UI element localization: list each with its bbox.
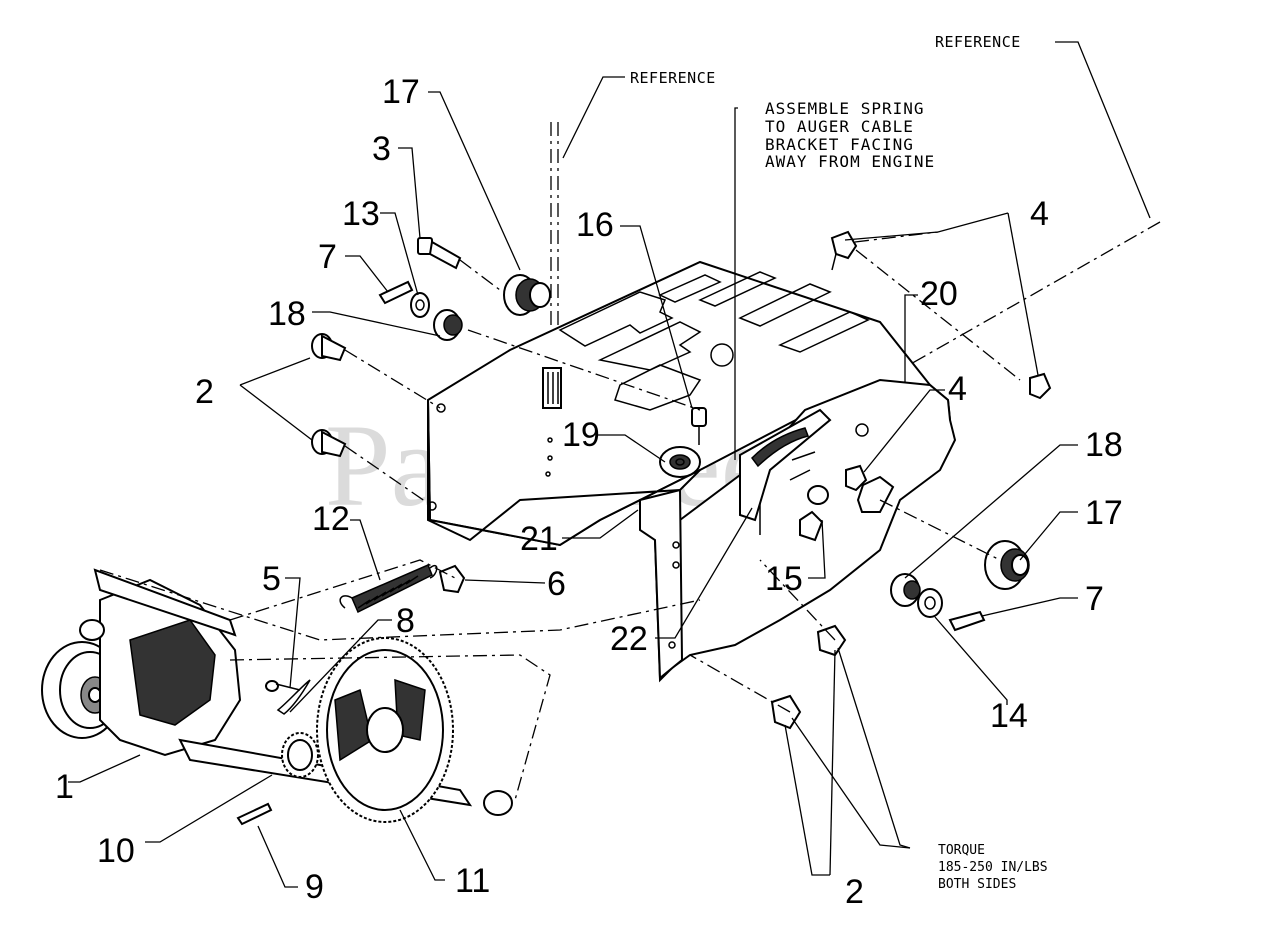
torque-note: TORQUE 185-250 IN/LBS BOTH SIDES [938, 843, 1048, 892]
callout-14: 14 [990, 697, 1028, 735]
gear-11 [316, 637, 454, 823]
reference-line-center [550, 76, 625, 330]
washer-13 [410, 292, 430, 318]
spring-12 [339, 564, 438, 614]
callout-13: 13 [342, 195, 380, 233]
washer-15 [799, 485, 829, 542]
flange-bearing-18-right [890, 573, 921, 607]
nut-4-top [830, 230, 858, 271]
pin-9 [236, 802, 273, 826]
nut-4-mid [845, 464, 868, 492]
clip-8 [276, 679, 311, 715]
svg-text:185-250 IN/LBS: 185-250 IN/LBS [938, 860, 1048, 875]
flange-bearing-18-top [433, 309, 463, 341]
callout-9: 9 [305, 868, 324, 906]
callout-20: 20 [920, 275, 958, 313]
callout-17-right: 17 [1085, 494, 1123, 532]
callout-15: 15 [765, 560, 803, 598]
assembly-paths [99, 231, 1021, 801]
washer-14 [917, 588, 943, 618]
spring-assembly-note: ASSEMBLE SPRING TO AUGER CABLE BRACKET F… [765, 99, 935, 171]
auger-cable-bracket [739, 408, 832, 522]
bolt-2-lower-right-a [816, 624, 847, 657]
bolt-3 [417, 237, 462, 270]
callout-8: 8 [396, 602, 415, 640]
pin-5 [265, 680, 301, 692]
pinion-10 [281, 732, 319, 778]
bolt-2-upper-left [311, 333, 347, 362]
pin-7-top [378, 280, 414, 305]
leader-lines [68, 91, 1078, 888]
bearing-17-top [503, 274, 551, 316]
callout-18-left: 18 [268, 295, 306, 333]
svg-text:AWAY FROM ENGINE: AWAY FROM ENGINE [765, 152, 935, 171]
callout-7-top: 7 [318, 238, 337, 276]
callout-1: 1 [55, 768, 74, 806]
callout-2-left: 2 [195, 373, 214, 411]
reference-label-right: REFERENCE [935, 33, 1021, 51]
callout-18-right: 18 [1085, 426, 1123, 464]
callout-6: 6 [547, 565, 566, 603]
flange-nut-6 [438, 564, 466, 594]
callout-7-right: 7 [1085, 580, 1104, 618]
spring-clip-center [542, 367, 562, 409]
callout-19: 19 [562, 416, 600, 454]
svg-text:TORQUE: TORQUE [938, 843, 985, 858]
callout-11: 11 [455, 862, 490, 900]
callout-12: 12 [312, 500, 350, 538]
bolt-16 [691, 407, 707, 445]
nut-4-right [1029, 372, 1052, 400]
callout-4-mid: 4 [948, 370, 967, 408]
callout-16: 16 [576, 206, 614, 244]
reference-label-center: REFERENCE [630, 69, 716, 87]
pulley-19 [659, 446, 701, 478]
callout-10: 10 [97, 832, 135, 870]
svg-text:BOTH SIDES: BOTH SIDES [938, 877, 1016, 892]
svg-text:ASSEMBLE SPRING: ASSEMBLE SPRING [765, 99, 925, 118]
callout-17-top: 17 [382, 73, 420, 111]
bearing-17-right [984, 540, 1030, 590]
callout-5: 5 [262, 560, 281, 598]
svg-text:TO AUGER CABLE: TO AUGER CABLE [765, 117, 914, 136]
svg-text:BRACKET FACING: BRACKET FACING [765, 135, 914, 154]
callout-22: 22 [610, 620, 648, 658]
callout-21: 21 [520, 520, 558, 558]
bolt-2-lower-left [311, 429, 347, 458]
callout-2-bottom: 2 [845, 873, 864, 911]
pin-7-right [948, 610, 986, 632]
callout-3: 3 [372, 130, 391, 168]
callout-4-top: 4 [1030, 195, 1049, 233]
